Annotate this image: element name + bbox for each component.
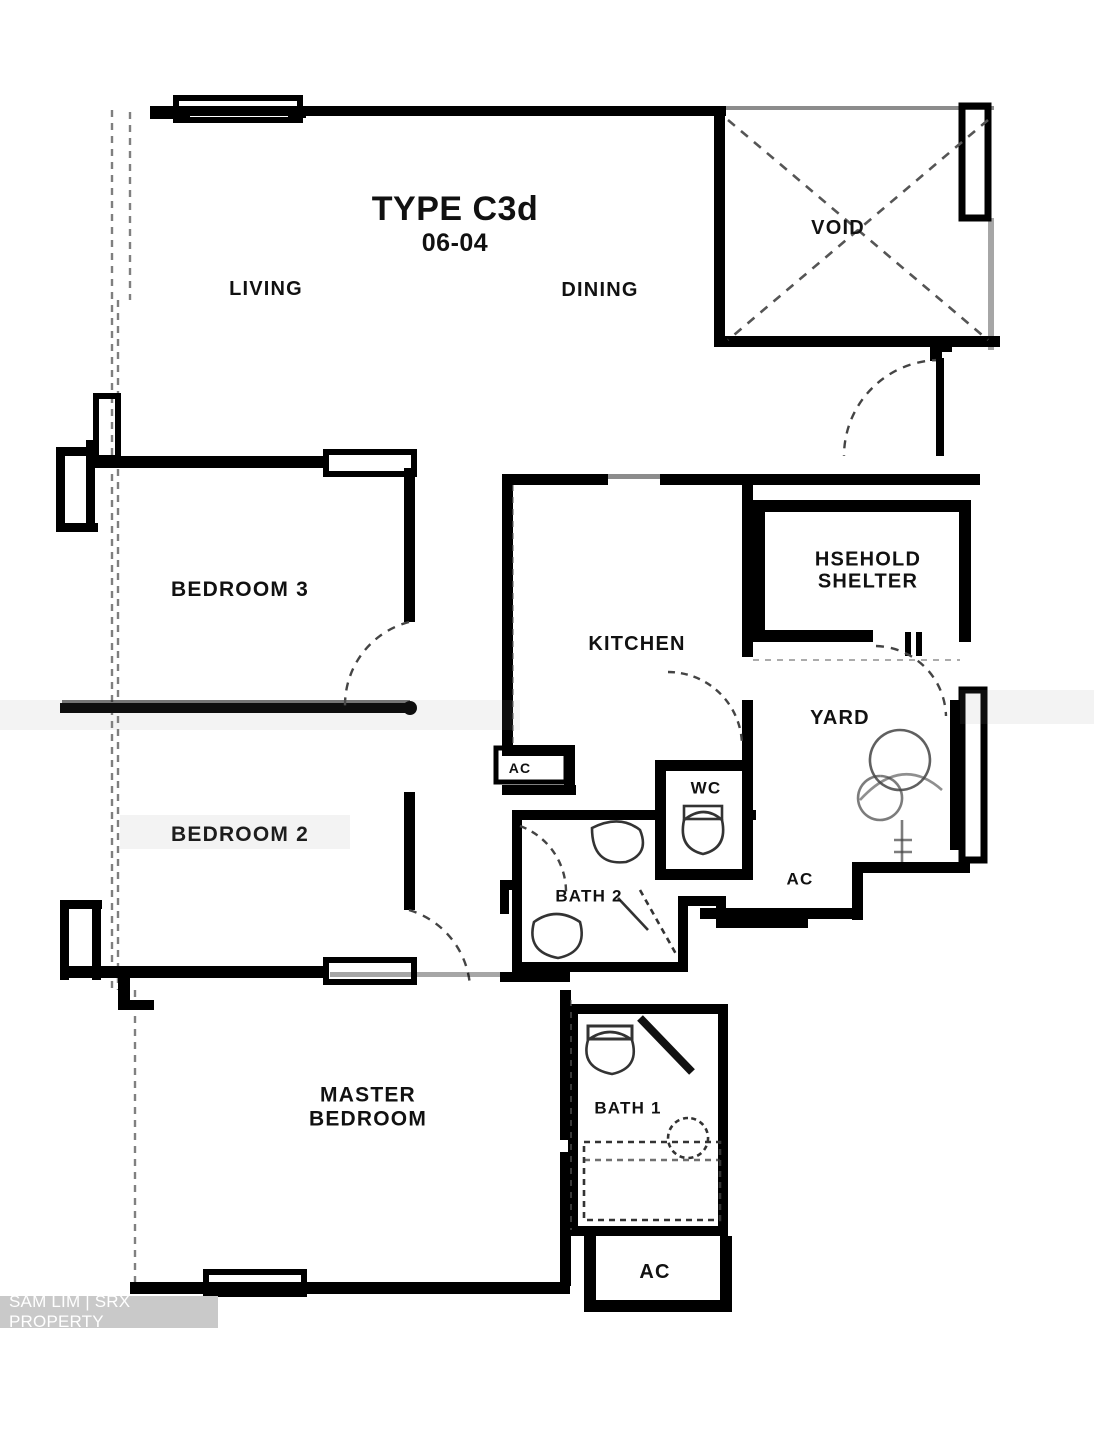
yard-sink-fixture (856, 728, 943, 862)
room-label-wc: WC (690, 778, 722, 798)
household-shelter-walls (753, 500, 971, 656)
exterior-walls (150, 95, 1000, 361)
bedroom3-door-swing (343, 620, 410, 707)
room-label-dining: DINING (561, 278, 639, 301)
plan-type-title: TYPE C3d (371, 190, 539, 228)
bath1-fixtures (582, 1015, 722, 1222)
kitchen-door-swing (667, 670, 744, 747)
room-label-ac-master: AC (639, 1260, 671, 1283)
watermark-text: SAM LIM | SRX PROPERTY (9, 1292, 131, 1331)
room-label-ac-kitchen: AC (508, 760, 532, 777)
master-bedroom-walls (130, 972, 571, 1297)
room-label-bedroom-3: BEDROOM 3 (171, 578, 309, 602)
room-label-bath-1: BATH 1 (594, 1098, 662, 1118)
interior-dotted-lines (512, 485, 960, 1230)
watermark-banner: SAM LIM | SRX PROPERTY (0, 1292, 218, 1331)
room-label-master-bedroom: MASTER BEDROOM (308, 1083, 428, 1130)
plan-unit-number: 06-04 (421, 228, 489, 257)
bedroom2-walls (60, 792, 417, 1010)
bath2-door-swing (519, 824, 568, 893)
entry-door-leaf (936, 358, 944, 456)
bath1-walls (568, 1004, 732, 1312)
wc-toilet-fixture (681, 804, 725, 856)
room-label-void: VOID (811, 216, 865, 239)
void-cross-hatch (727, 119, 989, 341)
living-dining-walls (56, 393, 417, 622)
room-label-living: LIVING (229, 277, 303, 300)
plan-title-block: TYPE C3d 06-04 (371, 190, 539, 257)
room-label-bedroom-2: BEDROOM 2 (171, 823, 309, 847)
room-label-yard: YARD (810, 706, 870, 729)
entry-door-swing (842, 358, 941, 457)
bath2-fixtures (531, 820, 678, 960)
kitchen-walls (493, 474, 980, 914)
wc-walls (655, 760, 753, 880)
shelter-door-swing (875, 644, 948, 717)
bath2-walls (512, 810, 808, 972)
bedroom-divider-walls (60, 700, 417, 715)
room-label-ac-yard: AC (786, 869, 814, 889)
room-label-household-shelter: HSEHOLD SHELTER (814, 548, 922, 593)
room-label-bath-2: BATH 2 (555, 886, 623, 906)
bedroom2-door-swing (408, 908, 472, 987)
room-label-kitchen: KITCHEN (588, 632, 686, 655)
dashed-boundary (110, 110, 137, 1285)
